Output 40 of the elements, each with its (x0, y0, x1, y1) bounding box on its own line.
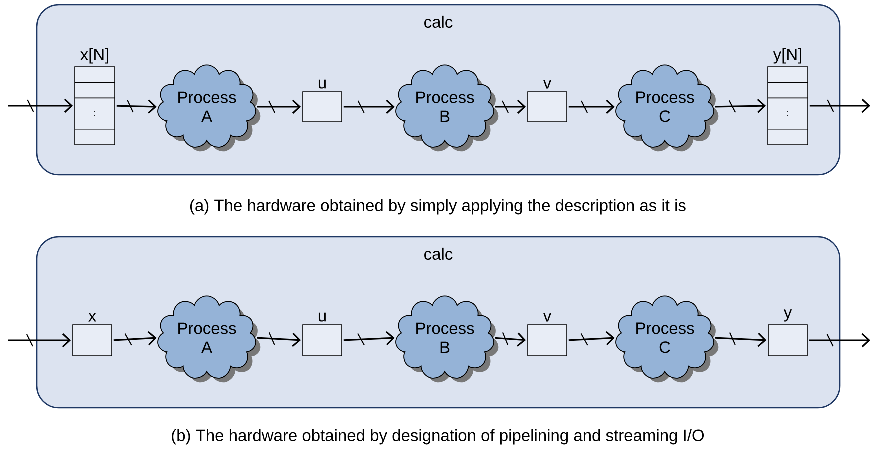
caption: (a) The hardware obtained by simply applying the description as it is (190, 199, 686, 215)
bus-arrow (114, 331, 157, 346)
node-label: x[N] (80, 48, 108, 64)
node-label: x (88, 313, 96, 322)
register-box: v (528, 80, 568, 122)
process-cloud: Process B (396, 296, 499, 383)
node-label: u (318, 312, 326, 322)
bus-arrow (715, 332, 767, 348)
caption: (b) The hardware obtained by designation of pipelining and streaming I/O (172, 429, 704, 445)
bus-arrow (809, 333, 870, 348)
array-memory: y[N] : (768, 48, 808, 146)
bus-arrow (495, 332, 526, 347)
bus-arrow (495, 100, 526, 114)
register-box: u (302, 80, 342, 122)
bus-arrow (257, 332, 302, 348)
process-cloud: Process B (396, 64, 499, 152)
register-box: y (768, 310, 808, 356)
process-cloud: Process C (616, 296, 719, 383)
bus-arrow (344, 100, 395, 114)
process-cloud: Process A (158, 296, 261, 383)
register-box: u (302, 312, 342, 356)
bus-arrow (344, 331, 395, 346)
process-cloud: Process C (616, 64, 719, 152)
node-label: y (784, 310, 792, 322)
bus-arrow (116, 100, 157, 114)
bus-arrow (715, 99, 766, 114)
bus-arrow (257, 100, 302, 114)
array-memory: x[N] : (74, 48, 116, 146)
bus-arrow (568, 100, 615, 114)
node-label: y[N] (773, 48, 802, 64)
bus-arrow (810, 98, 870, 114)
bus-arrow (8, 333, 72, 348)
node-label: v (543, 80, 552, 89)
bus-arrow (568, 331, 615, 346)
node-label: u (318, 80, 326, 89)
node-label: v (543, 313, 552, 322)
process-cloud: Process A (158, 64, 261, 152)
register-box: v (528, 313, 568, 356)
bus-arrow (8, 98, 74, 114)
register-box: x (72, 313, 112, 356)
